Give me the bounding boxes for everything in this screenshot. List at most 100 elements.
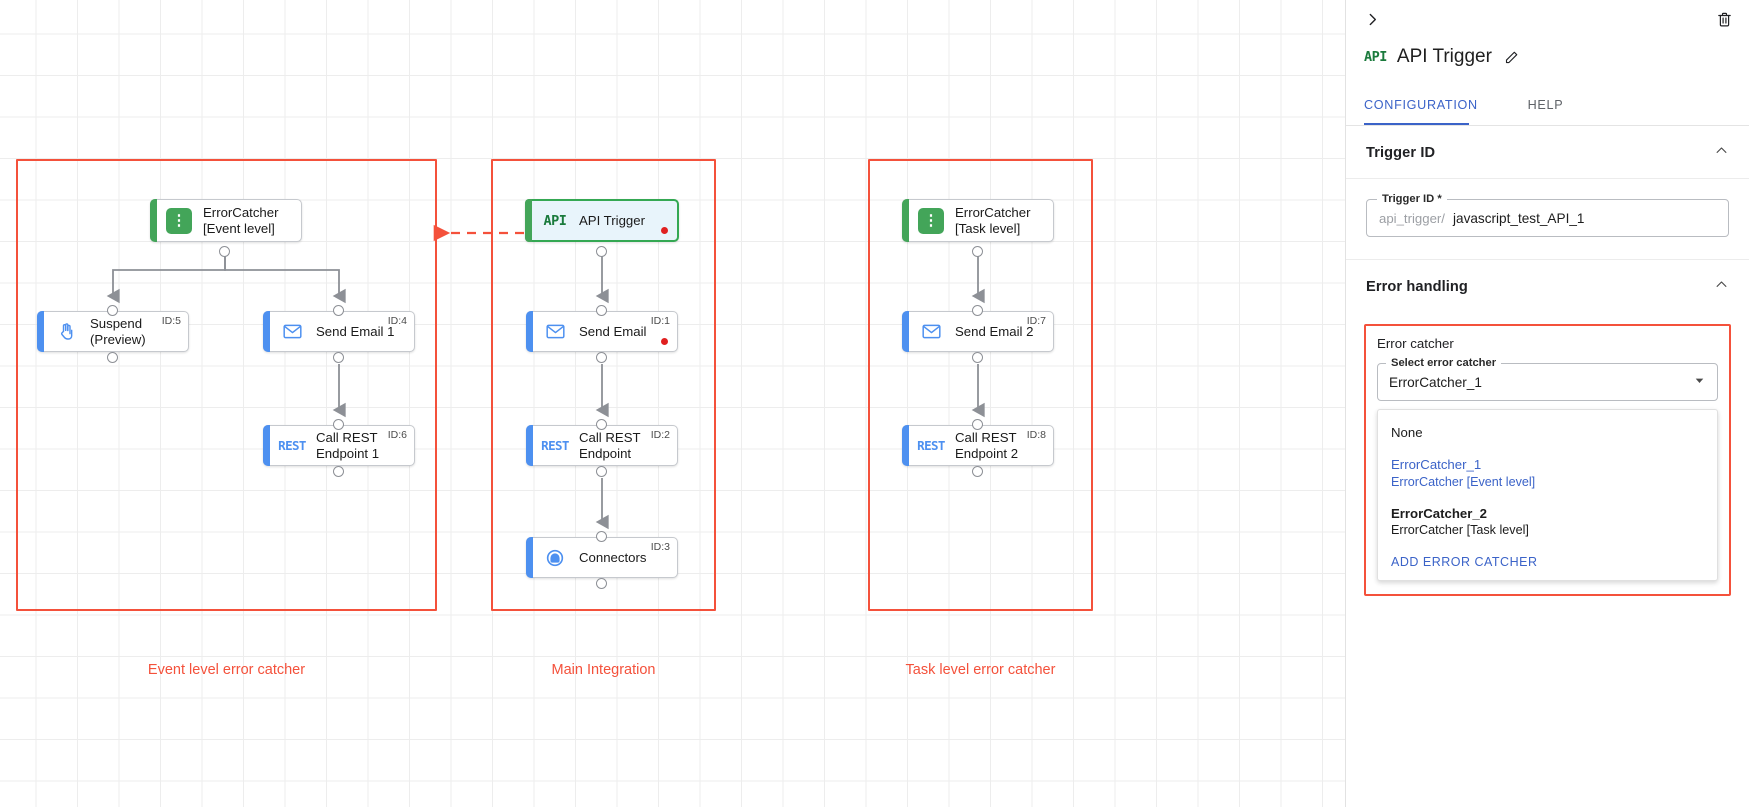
tab-configuration[interactable]: CONFIGURATION [1364, 88, 1477, 125]
api-icon: API [543, 212, 567, 229]
workflow-canvas[interactable]: Event level error catcher Main Integrati… [0, 0, 1345, 807]
rest-icon: REST [278, 438, 306, 453]
port-out-send-email-1[interactable] [333, 352, 344, 363]
port-in-call-rest-endpoint-1[interactable] [333, 419, 344, 430]
page-title: API Trigger [1396, 46, 1492, 67]
chevron-up-icon[interactable] [1714, 143, 1729, 163]
api-icon: API [1364, 49, 1387, 65]
node-title: Send Email 1 [316, 323, 395, 339]
port-out-api-trigger[interactable] [596, 246, 607, 257]
option-primary: None [1391, 425, 1423, 440]
error-catcher-dropdown-menu: None ErrorCatcher_1 ErrorCatcher [Event … [1377, 409, 1718, 582]
trigger-id-input[interactable]: Trigger ID * api_trigger/ javascript_tes… [1366, 193, 1729, 237]
node-accent-bar [526, 311, 533, 352]
section-title: Trigger ID [1366, 145, 1436, 161]
port-out-call-rest-endpoint-1[interactable] [333, 466, 344, 477]
port-in-connectors[interactable] [596, 531, 607, 542]
section-header-trigger-id[interactable]: Trigger ID [1346, 126, 1749, 179]
add-error-catcher-button[interactable]: ADD ERROR CATCHER [1391, 555, 1538, 570]
node-title: Connectors [579, 549, 647, 565]
rest-icon: REST [541, 438, 569, 453]
node-title: Call REST Endpoint [579, 430, 641, 461]
node-title: ErrorCatcher [Event level] [203, 205, 279, 236]
node-errorcatcher-task[interactable]: ⋮ ErrorCatcher [Task level] [902, 199, 1054, 242]
trash-icon[interactable] [1713, 8, 1735, 30]
group-box-task-level[interactable] [868, 159, 1093, 611]
port-out-call-rest-endpoint-2[interactable] [972, 466, 983, 477]
node-id-label: ID:5 [161, 315, 181, 327]
port-out-call-rest-endpoint[interactable] [596, 466, 607, 477]
dropdown-option-none[interactable]: None [1378, 417, 1717, 449]
node-title: Suspend (Preview) [90, 316, 146, 347]
node-accent-bar [526, 537, 533, 578]
node-accent-bar [263, 425, 270, 466]
dropdown-option-errorcatcher-2[interactable]: ErrorCatcher_2 ErrorCatcher [Task level] [1378, 498, 1717, 547]
port-out-connectors[interactable] [596, 578, 607, 589]
port-out-send-email-2[interactable] [972, 352, 983, 363]
option-primary: ErrorCatcher_2 [1391, 505, 1488, 521]
node-errorcatcher-event[interactable]: ⋮ ErrorCatcher [Event level] [150, 199, 302, 242]
group-label-main-integration: Main Integration [551, 662, 656, 678]
section-title: Error handling [1366, 279, 1468, 295]
port-in-suspend[interactable] [107, 305, 118, 316]
node-connectors[interactable]: Connectors ID:3 [526, 537, 678, 578]
port-in-call-rest-endpoint[interactable] [596, 419, 607, 430]
node-api-trigger[interactable]: API API Trigger [525, 199, 679, 242]
envelope-icon [917, 318, 945, 346]
node-call-rest-endpoint-1[interactable]: REST Call REST Endpoint 1 ID:6 [263, 425, 415, 466]
select-error-catcher[interactable]: Select error catcher ErrorCatcher_1 [1377, 357, 1718, 401]
section-header-error-handling[interactable]: Error handling [1346, 260, 1749, 312]
port-in-call-rest-endpoint-2[interactable] [972, 419, 983, 430]
error-catcher-label: Error catcher [1377, 336, 1454, 351]
node-call-rest-endpoint[interactable]: REST Call REST Endpoint ID:2 [526, 425, 678, 466]
node-send-email-2[interactable]: Send Email 2 ID:7 [902, 311, 1054, 352]
panel-tabs: CONFIGURATION HELP [1346, 88, 1749, 126]
details-panel: API API Trigger CONFIGURATION HELP Trigg… [1345, 0, 1749, 807]
port-in-send-email-1[interactable] [333, 305, 344, 316]
group-label-event-level: Event level error catcher [147, 662, 306, 678]
port-out-suspend[interactable] [107, 352, 118, 363]
port-out-errorcatcher-event[interactable] [219, 246, 230, 257]
node-id-label: ID:2 [650, 429, 670, 441]
chevron-down-icon[interactable] [1693, 374, 1706, 390]
node-call-rest-endpoint-2[interactable]: REST Call REST Endpoint 2 ID:8 [902, 425, 1054, 466]
node-accent-bar [902, 425, 909, 466]
node-title: ErrorCatcher [Task level] [955, 205, 1031, 236]
chevron-right-icon[interactable] [1361, 8, 1383, 30]
chevron-up-icon[interactable] [1714, 277, 1729, 297]
node-title: Send Email 2 [955, 323, 1034, 339]
error-catcher-icon: ⋮ [917, 207, 945, 235]
envelope-icon [541, 318, 569, 346]
node-accent-bar [37, 311, 44, 352]
node-id-label: ID:3 [650, 541, 670, 553]
trigger-id-label: Trigger ID * [1377, 193, 1447, 205]
node-accent-bar [526, 425, 533, 466]
trigger-id-value: javascript_test_API_1 [1452, 210, 1585, 226]
node-id-label: ID:1 [650, 315, 670, 327]
port-in-send-email[interactable] [596, 305, 607, 316]
node-title: API Trigger [579, 212, 645, 228]
option-primary: ErrorCatcher_1 [1391, 456, 1482, 472]
tab-help[interactable]: HELP [1527, 98, 1564, 112]
port-in-send-email-2[interactable] [972, 305, 983, 316]
node-send-email[interactable]: Send Email ID:1 [526, 311, 678, 352]
port-out-errorcatcher-task[interactable] [972, 246, 983, 257]
dropdown-option-errorcatcher-1[interactable]: ErrorCatcher_1 ErrorCatcher [Event level… [1378, 449, 1717, 498]
pencil-icon[interactable] [1504, 50, 1519, 65]
panel-topbar [1346, 0, 1749, 40]
group-label-task-level: Task level error catcher [905, 662, 1056, 678]
node-id-label: ID:4 [387, 315, 407, 327]
node-send-email-1[interactable]: Send Email 1 ID:4 [263, 311, 415, 352]
group-box-main-integration[interactable] [491, 159, 716, 611]
port-out-send-email[interactable] [596, 352, 607, 363]
option-secondary: ErrorCatcher [Task level] [1391, 523, 1529, 538]
error-catcher-icon: ⋮ [165, 207, 193, 235]
error-catcher-highlight-box: Error catcher Select error catcher Error… [1364, 324, 1731, 597]
node-error-dot [661, 338, 668, 345]
hand-icon [52, 318, 80, 346]
connectors-icon [541, 544, 569, 572]
group-box-event-level[interactable] [16, 159, 437, 611]
node-title: Call REST Endpoint 2 [955, 430, 1019, 461]
node-suspend[interactable]: Suspend (Preview) ID:5 [37, 311, 189, 352]
